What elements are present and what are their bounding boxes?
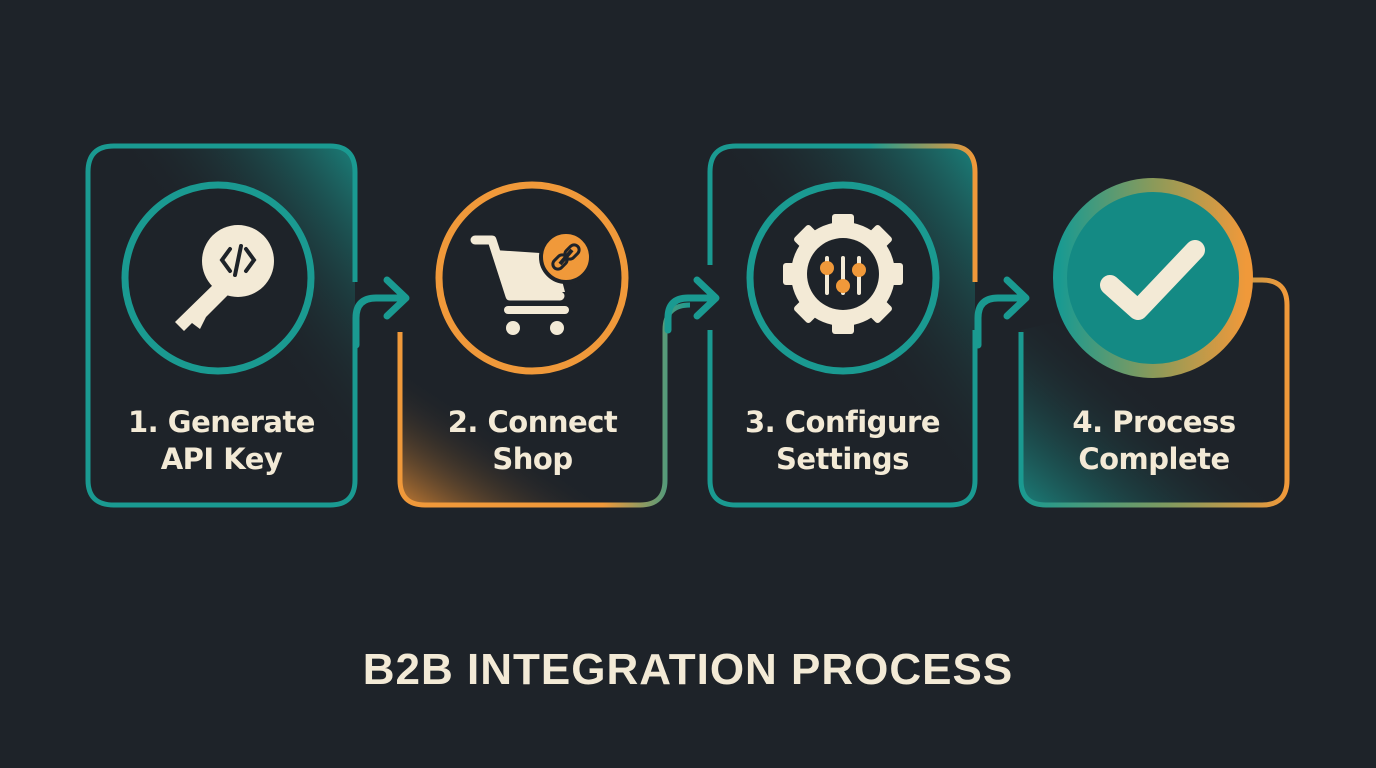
shopping-cart-link-icon [470, 230, 593, 335]
step-4-line-2: Complete [1078, 442, 1230, 476]
step-4-line-1: 4. Process [1072, 405, 1236, 439]
arrow-3-4 [974, 276, 1030, 349]
step-1-line-2: API Key [160, 442, 283, 476]
step-card-1 [85, 143, 358, 508]
step-label-3: 3. Configure Settings [710, 404, 975, 484]
arrow-2-3 [664, 276, 720, 334]
step-card-4 [1018, 178, 1290, 508]
step-2-line-1: 2. Connect [447, 405, 618, 439]
arrow-1-2 [352, 276, 410, 349]
step-1-line-1: 1. Generate [128, 405, 315, 439]
step-3-line-1: 3. Configure [744, 405, 941, 439]
key-code-icon [175, 225, 274, 331]
step-label-1: 1. Generate API Key [88, 404, 355, 484]
step-card-3 [707, 143, 978, 508]
step-3-line-2: Settings [776, 442, 909, 476]
diagram-title: B2B INTEGRATION PROCESS [362, 645, 1014, 694]
step-2-line-2: Shop [492, 442, 573, 476]
step-label-4: 4. Process Complete [1021, 404, 1287, 484]
checkmark-icon [1100, 240, 1205, 320]
step-label-2: 2. Connect Shop [400, 404, 665, 484]
step-card-2 [397, 181, 691, 508]
gear-sliders-icon [783, 214, 903, 334]
